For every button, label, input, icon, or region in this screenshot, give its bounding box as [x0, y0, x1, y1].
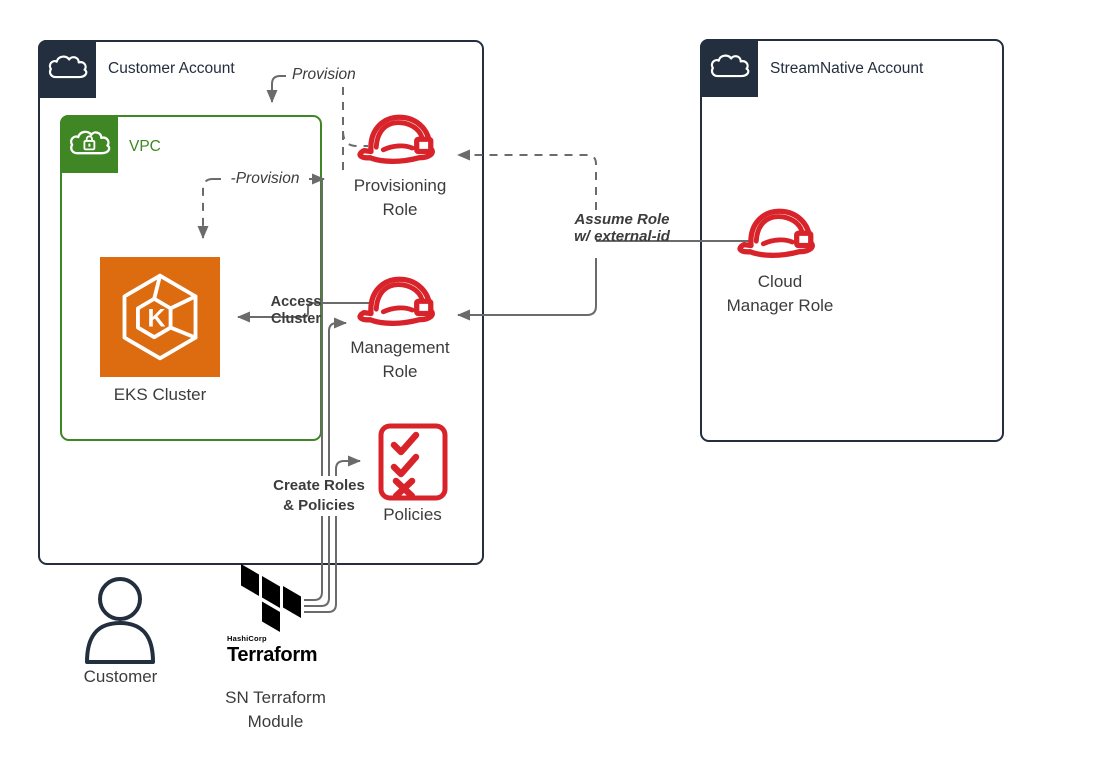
- provision-vpc-label: -Provision: [221, 170, 309, 188]
- eks-cluster-node: K: [100, 257, 220, 377]
- customer-account-box: [38, 40, 484, 565]
- vpc-icon: [60, 115, 118, 173]
- edge-terraform-to-policies: [304, 455, 361, 613]
- policies-label: Policies: [383, 505, 442, 524]
- customer-account-title: Customer Account: [108, 60, 235, 77]
- person-icon: [85, 577, 155, 664]
- checklist-icon: [378, 423, 448, 501]
- create-roles-policies-label: Create Roles & Policies: [260, 476, 378, 516]
- edge-provision-dashed-into-provisioning-role: [342, 130, 368, 147]
- cloud-icon: [710, 54, 750, 78]
- eks-icon: K: [122, 273, 198, 361]
- provision-top-label: Provision: [292, 66, 356, 83]
- streamnative-account-title: StreamNative Account: [770, 60, 924, 77]
- edge-provision-into-vpc: [266, 75, 286, 103]
- cloud-lock-icon: [70, 130, 111, 155]
- hard-hat-icon: [357, 114, 435, 164]
- customer-node: [80, 574, 160, 671]
- edge-terraform-to-management-role: [304, 317, 347, 607]
- edge-assume-role-to-management: [457, 258, 597, 321]
- cloud-manager-role-node: [736, 206, 824, 269]
- hard-hat-icon: [737, 208, 815, 258]
- svg-text:K: K: [148, 305, 166, 333]
- customer-label: Customer: [83, 667, 158, 686]
- management-role-node: [356, 274, 444, 337]
- terraform-node: [241, 564, 303, 637]
- hard-hat-icon: [357, 276, 435, 326]
- management-role-label: Management Role: [350, 338, 450, 381]
- edge-provision-to-eks: [197, 178, 214, 239]
- cloud-manager-role-label: Cloud Manager Role: [726, 272, 834, 315]
- sn-account-icon: [700, 39, 758, 97]
- edge-terraform-to-provisioning-role: [304, 180, 323, 601]
- edge-assume-role-to-provisioning: [457, 149, 597, 210]
- terraform-logo-icon: [241, 564, 301, 632]
- assume-role-label: Assume Role w/ external-id: [574, 211, 670, 245]
- edge-access-cluster: [237, 302, 370, 323]
- provisioning-role-node: [356, 112, 444, 175]
- aws-account-icon: [38, 40, 96, 98]
- cloud-icon: [48, 55, 88, 79]
- access-cluster-label: Access Cluster: [270, 294, 322, 327]
- sn-terraform-module-label: SN Terraform Module: [225, 688, 326, 731]
- eks-cluster-label: EKS Cluster: [113, 385, 207, 404]
- policies-node: [378, 423, 448, 506]
- vpc-title: VPC: [129, 138, 161, 155]
- terraform-product-text: Terraform: [227, 644, 318, 666]
- terraform-wordmark: HashiCorp Terraform: [227, 634, 318, 667]
- lock-icon: [83, 140, 96, 151]
- provisioning-role-label: Provisioning Role: [353, 176, 447, 219]
- hashicorp-brand-text: HashiCorp: [227, 634, 267, 643]
